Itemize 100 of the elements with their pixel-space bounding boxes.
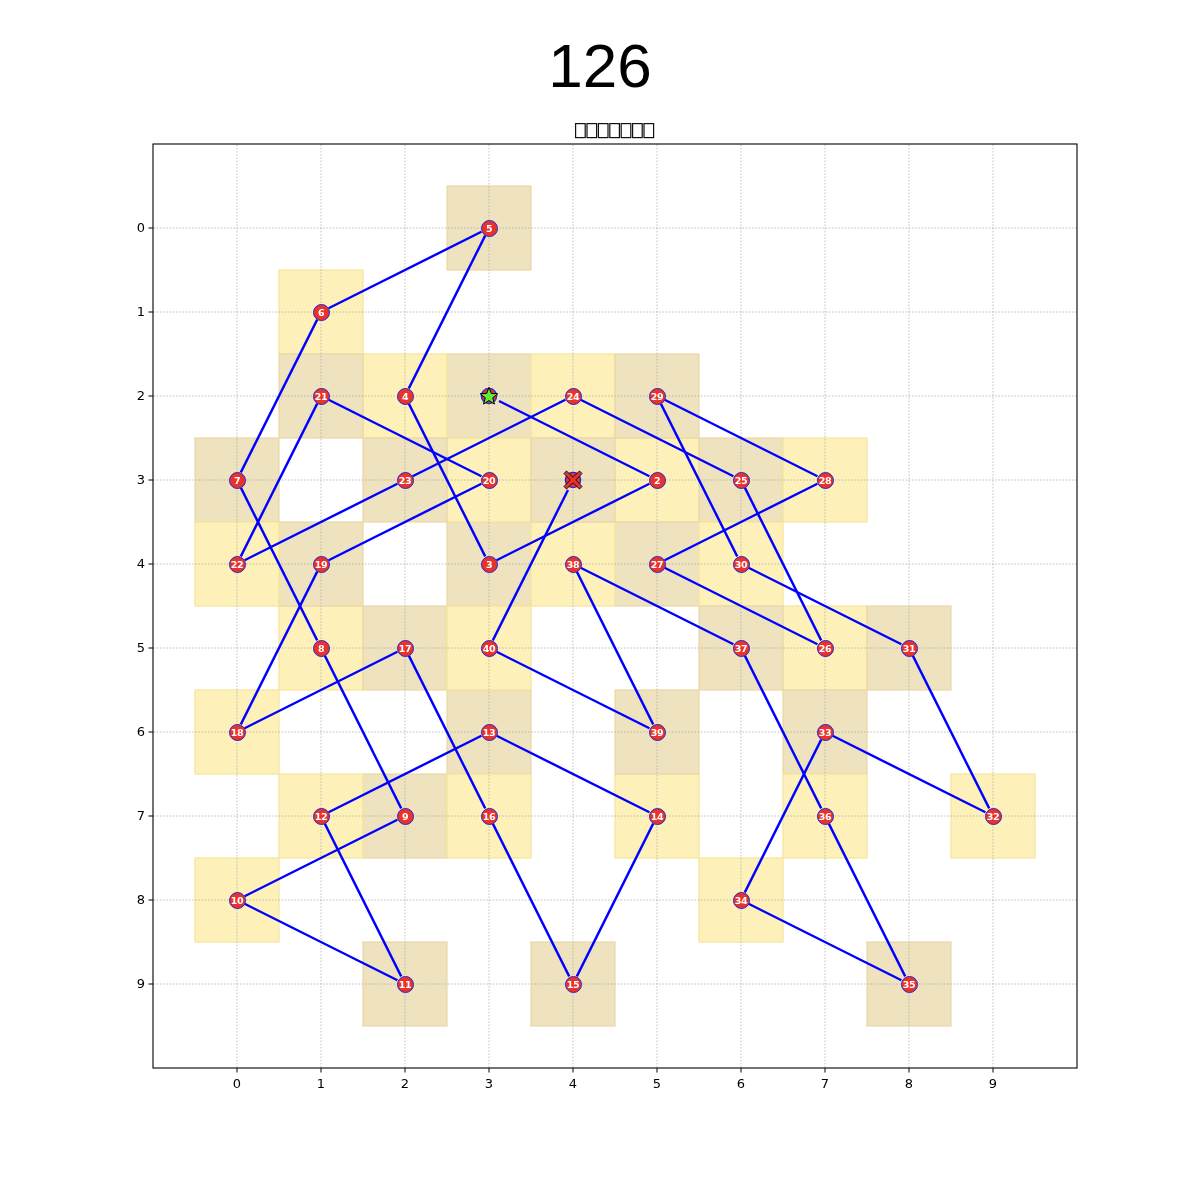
step-number: 12 [314,811,328,821]
path-line [580,398,734,478]
path-line [407,403,487,557]
step-number: 29 [650,391,664,401]
axis-tick-label: 5 [136,640,145,655]
step-number: 36 [818,811,832,821]
axis-tick-label: 0 [232,1077,242,1091]
path-line [496,482,650,562]
path-line [239,571,319,725]
step-number: 6 [317,307,325,317]
axis-tick-label: 4 [136,556,145,571]
axis-tick-label: 8 [904,1077,914,1091]
step-number: 30 [734,559,748,569]
axis-tick-label: 5 [652,1077,662,1091]
step-number: 4 [401,391,409,401]
path-line [664,566,818,646]
axis-tick-label: 9 [136,976,145,991]
step-number: 23 [398,475,412,485]
step-number: 26 [818,643,832,653]
step-number: 11 [398,979,412,989]
step-number: 13 [482,727,496,737]
path-line [328,398,482,478]
path-line [748,902,902,982]
axis-tick-label: 0 [136,220,145,235]
path-line [239,487,319,641]
axis-tick-label: 3 [136,472,145,487]
step-number: 38 [566,559,580,569]
axis-tick-label: 9 [988,1077,998,1091]
path-line [496,734,650,814]
step-number: 34 [734,895,748,905]
path-line [412,398,566,478]
path-line [407,235,487,389]
path-line [491,489,570,641]
axis-tick-label: 1 [136,304,145,319]
path-line [659,403,739,557]
axis-tick-label: 1 [316,1077,326,1091]
axis-tick-label: 6 [736,1077,746,1091]
path-line [911,655,991,809]
step-number: 25 [734,475,748,485]
step-number: 16 [482,811,496,821]
step-number: 2 [653,475,661,485]
axis-tick-label: 2 [400,1077,410,1091]
path-line [827,823,907,977]
step-number: 18 [230,727,244,737]
step-number: 28 [818,475,832,485]
step-number: 22 [230,559,244,569]
step-number: 40 [482,643,496,653]
step-number: 7 [233,475,241,485]
step-number: 3 [485,559,493,569]
path-line [748,566,902,646]
path-line [832,734,986,814]
chart-title: 126 [548,35,652,97]
path-line [239,319,319,473]
path-line [743,487,823,641]
step-number: 33 [818,727,832,737]
axis-tick-label: 7 [820,1077,830,1091]
axis-tick-label: 3 [484,1077,494,1091]
star-icon [479,386,499,406]
step-number: 17 [398,643,412,653]
path-line [498,399,650,478]
step-number: 20 [482,475,496,485]
axis-tick-label: 2 [136,388,145,403]
path-line [328,230,482,310]
path-line [664,398,818,478]
path-line [244,818,398,898]
step-number: 37 [734,643,748,653]
path-line [323,655,403,809]
path-line [239,403,319,557]
step-number: 19 [314,559,328,569]
step-number: 9 [401,811,409,821]
path-line [323,823,403,977]
step-number: 8 [317,643,325,653]
axis-tick-label: 4 [568,1077,578,1091]
path-line [743,655,823,809]
cross-icon [563,470,583,490]
axis-tick-label: 7 [136,808,145,823]
step-number: 27 [650,559,664,569]
step-number: 21 [314,391,328,401]
path-line [244,650,398,730]
step-number: 14 [650,811,664,821]
path-line [328,734,482,814]
path-line [496,650,650,730]
step-number: 35 [902,979,916,989]
path-line [575,823,655,977]
path-line [407,655,487,809]
step-number: 24 [566,391,580,401]
path-line [244,902,398,982]
path-line [244,482,398,562]
path-line [328,482,482,562]
path-line [575,571,655,725]
axis-tick-label: 6 [136,724,145,739]
step-number: 39 [650,727,664,737]
step-number: 10 [230,895,244,905]
step-number: 5 [485,223,493,233]
step-number: 15 [566,979,580,989]
path-line [743,739,823,893]
step-number: 32 [986,811,1000,821]
path-line [664,482,818,562]
axis-tick-label: 8 [136,892,145,907]
step-number: 31 [902,643,916,653]
